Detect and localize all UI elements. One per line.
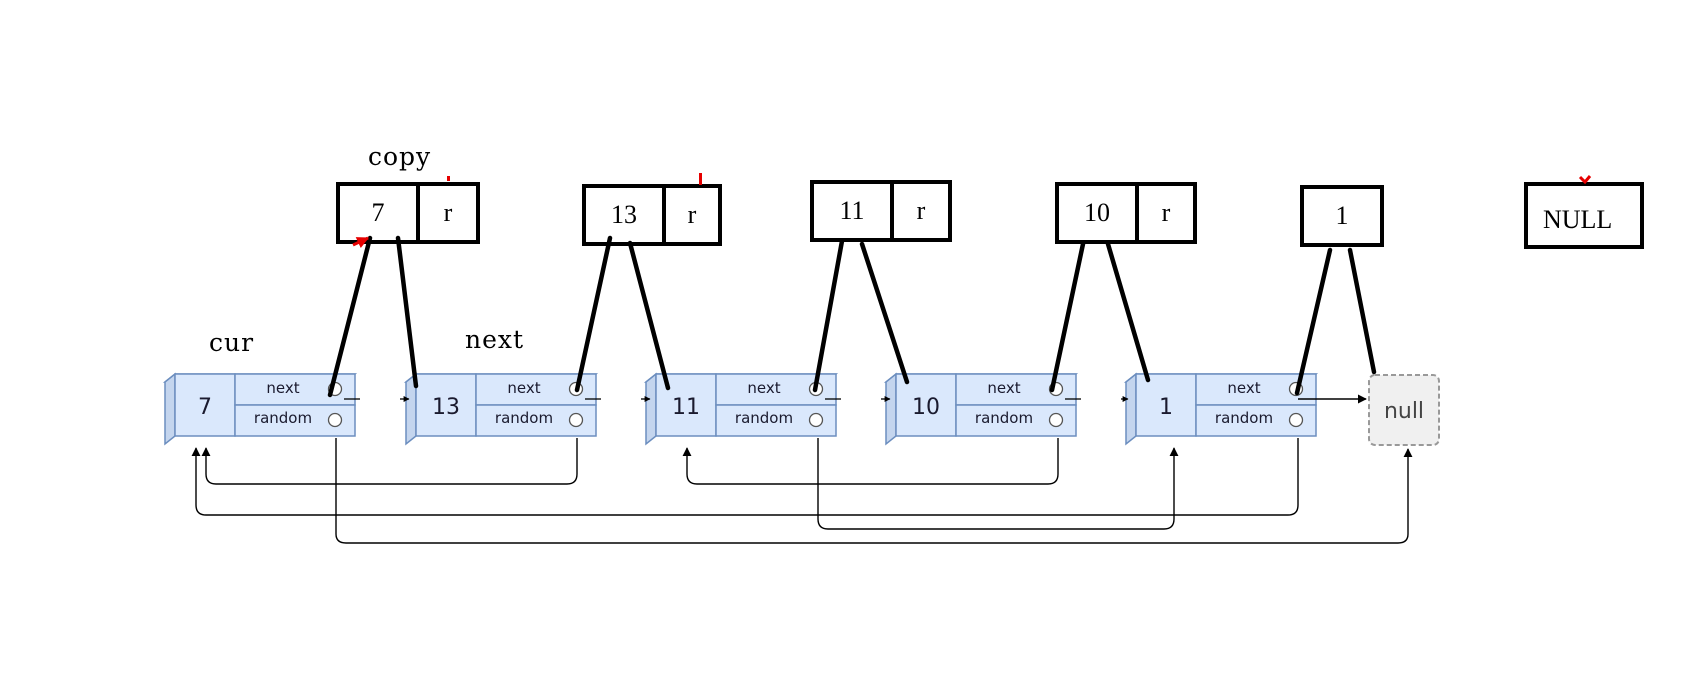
link-copy7-to-13 — [395, 235, 419, 389]
list-node-next-label: next — [1227, 379, 1260, 397]
copy-node-random-label: r — [1162, 198, 1171, 227]
copy-node-random-box — [416, 182, 480, 244]
list-node-next-label: next — [266, 379, 299, 397]
list-node-2: 11 next random — [643, 372, 839, 446]
copy-pointer-label: copy — [368, 142, 431, 171]
copy-null-box — [1524, 182, 1644, 249]
link-copy1-to-null — [1347, 247, 1377, 375]
copy-node-random-box — [1135, 182, 1197, 244]
copy-node-1: 13 r — [582, 184, 722, 246]
red-arrow-mark — [352, 236, 370, 249]
link-7-next-to-copy7 — [327, 235, 373, 398]
link-11-next-to-copy11 — [812, 238, 845, 393]
list-node-random-pointer-dot — [327, 412, 343, 428]
red-tick-mark-1 — [447, 176, 450, 181]
list-node-random-label: random — [1215, 409, 1273, 427]
list-node-random-label: random — [495, 409, 553, 427]
link-1-next-to-copy1 — [1294, 247, 1333, 396]
random-arrow-11-to-1 — [817, 438, 1179, 530]
copy-node-value: 13 — [611, 200, 637, 229]
copy-node-value: 1 — [1336, 201, 1349, 230]
copy-node-value: 11 — [839, 196, 864, 225]
copy-node-2: 11 r — [810, 180, 952, 242]
next-pointer-label: next — [465, 325, 524, 354]
null-node: null — [1368, 374, 1440, 446]
original-list: 7 next random 13 next random 11 next random 10 nex… — [162, 372, 1319, 446]
copy-node-random-label: r — [917, 196, 926, 225]
copy-node-random-label: r — [688, 200, 697, 229]
list-node-next-label: next — [507, 379, 540, 397]
copy-null-node: NULL — [1524, 182, 1644, 249]
list-node-random-label: random — [254, 409, 312, 427]
list-node-next-label: next — [987, 379, 1020, 397]
list-node-random-pointer-dot — [808, 412, 824, 428]
list-node-random-label: random — [975, 409, 1033, 427]
list-node-random-label: random — [735, 409, 793, 427]
list-node-next-label: next — [747, 379, 780, 397]
list-node-left-face — [885, 372, 897, 446]
link-copy11-to-10 — [859, 241, 910, 385]
cur-pointer-label: cur — [209, 328, 254, 357]
list-node-value: 13 — [432, 395, 460, 420]
random-arrow-1-to-7 — [191, 438, 1299, 516]
interleave-links — [327, 235, 1377, 398]
copy-node-random-box — [890, 180, 952, 242]
random-arrow-13-to-7 — [201, 438, 578, 485]
null-node-label: null — [1384, 399, 1424, 424]
list-node-value: 10 — [912, 395, 940, 420]
red-tick-mark-3 — [1578, 175, 1592, 185]
copy-null-label: NULL — [1543, 205, 1612, 234]
random-arrows — [191, 438, 1413, 544]
list-node-4: 1 next random — [1123, 372, 1319, 446]
random-arrow-10-to-11 — [682, 438, 1059, 485]
random-arrow-7-to-null — [335, 438, 1413, 544]
copy-node-value: 10 — [1084, 198, 1110, 227]
list-node-value: 11 — [672, 395, 700, 420]
red-tick-mark-2 — [699, 173, 702, 185]
list-node-3: 10 next random — [883, 372, 1079, 446]
link-10-next-to-copy10 — [1049, 241, 1086, 393]
list-node-random-pointer-dot — [1048, 412, 1064, 428]
copy-node-3: 10 r — [1055, 182, 1197, 244]
copy-node-value-box — [1300, 185, 1384, 247]
list-node-value: 7 — [198, 395, 212, 420]
list-node-value: 1 — [1159, 395, 1173, 420]
list-node-random-pointer-dot — [1288, 412, 1304, 428]
list-node-0: 7 next random — [162, 372, 358, 446]
copy-node-random-label: r — [444, 198, 453, 227]
copy-node-4: 1 — [1300, 185, 1384, 247]
null-node-box — [1368, 374, 1440, 446]
copy-node-random-box — [662, 184, 722, 246]
list-node-value-cell — [415, 373, 477, 437]
red-marks — [352, 173, 1592, 249]
copy-node-value: 7 — [372, 198, 385, 227]
link-13-next-to-copy13 — [574, 235, 613, 393]
list-node-left-face — [164, 372, 176, 446]
list-node-left-face — [645, 372, 657, 446]
list-node-random-pointer-dot — [568, 412, 584, 428]
list-node-left-face — [1125, 372, 1137, 446]
list-node-1: 13 next random — [403, 372, 599, 446]
link-copy13-to-11 — [627, 240, 671, 391]
link-copy10-to-1 — [1105, 241, 1151, 383]
